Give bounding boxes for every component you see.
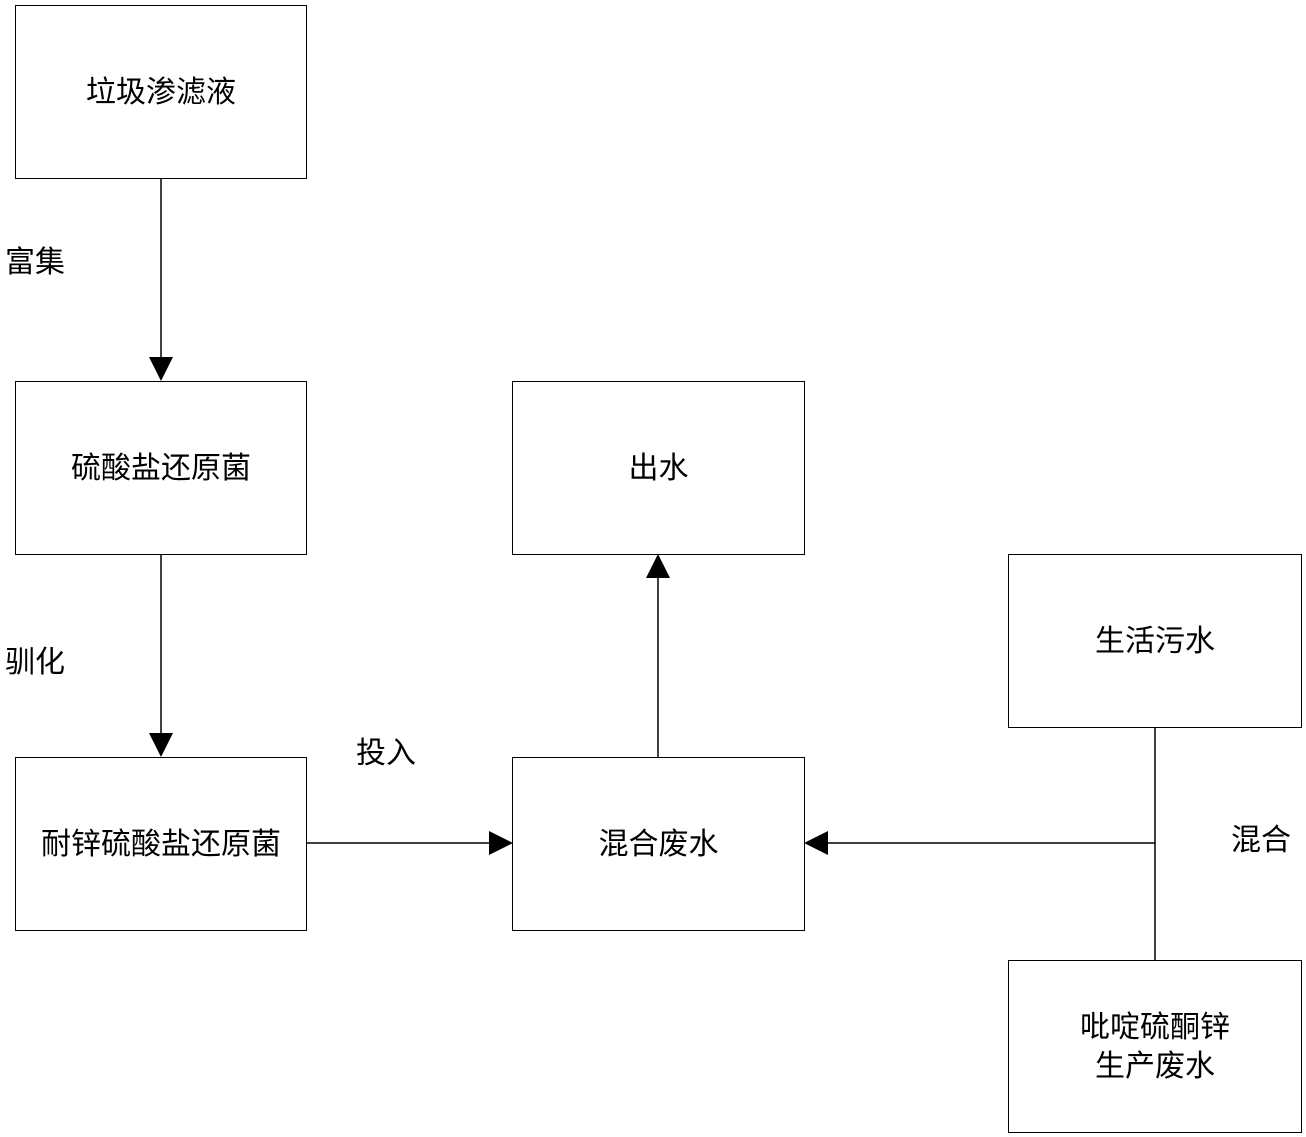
node-effluent-label: 出水 [628, 450, 689, 486]
node-zpt-label-line2: 生产废水 [1095, 1048, 1215, 1084]
edge-label-enrich: 富集 [5, 245, 65, 280]
node-srb: 硫酸盐还原菌 [15, 381, 307, 555]
arrow-head-effluent [646, 554, 670, 578]
node-mixed-label: 混合废水 [598, 826, 719, 862]
node-mixed-wastewater: 混合废水 [512, 757, 805, 931]
edge-label-dose: 投入 [356, 736, 416, 771]
node-srb-label: 硫酸盐还原菌 [71, 450, 251, 486]
node-leachate-label: 垃圾渗滤液 [86, 74, 236, 110]
arrow-head-enrich [149, 357, 173, 381]
node-domestic-sewage: 生活污水 [1008, 554, 1302, 728]
node-leachate: 垃圾渗滤液 [15, 5, 307, 179]
arrow-head-acclimate [149, 733, 173, 757]
node-domestic-label: 生活污水 [1095, 623, 1215, 659]
node-effluent: 出水 [512, 381, 805, 555]
node-zn-srb: 耐锌硫酸盐还原菌 [15, 757, 307, 931]
arrow-head-mix [804, 831, 828, 855]
edge-label-mix: 混合 [1231, 823, 1291, 858]
node-zn-srb-label: 耐锌硫酸盐还原菌 [41, 826, 281, 862]
node-zpt-label-line1: 吡啶硫酮锌 [1080, 1009, 1230, 1045]
edge-label-acclimate: 驯化 [5, 645, 65, 680]
arrow-head-dose [489, 831, 513, 855]
node-zpt-wastewater: 吡啶硫酮锌 生产废水 [1008, 960, 1302, 1133]
